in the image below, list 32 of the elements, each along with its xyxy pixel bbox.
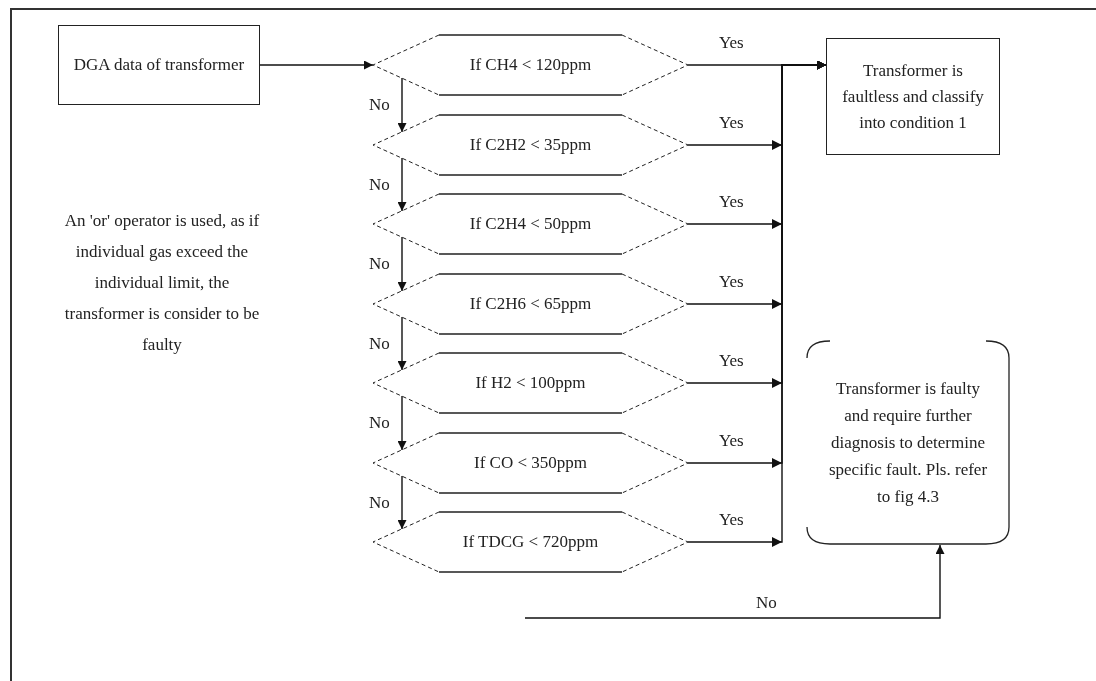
edge-label: Yes xyxy=(718,273,745,290)
process-box xyxy=(58,25,260,105)
node-text: If TDCG < 720ppm xyxy=(461,531,600,553)
decision-hexagon xyxy=(373,433,688,493)
node-text: Transformer is faulty and require further diagnosis to determine specific fault. Pls. refer to fig 4.3 xyxy=(827,378,989,508)
node-text: If H2 < 100ppm xyxy=(474,372,587,394)
edge-label: No xyxy=(755,594,778,611)
node-text: DGA data of transformer xyxy=(72,54,246,76)
decision-hexagon xyxy=(373,35,688,95)
edge-label: Yes xyxy=(718,114,745,131)
result-box xyxy=(806,340,1010,545)
node-text: If C2H2 < 35ppm xyxy=(468,134,593,156)
edge-label: Yes xyxy=(718,193,745,210)
edge-label: Yes xyxy=(718,34,745,51)
edge-label: Yes xyxy=(718,432,745,449)
edge-label: No xyxy=(368,414,391,431)
decision-hexagon xyxy=(373,115,688,175)
decision-hexagon xyxy=(373,274,688,334)
node-text: If C2H6 < 65ppm xyxy=(468,293,593,315)
node-text: If C2H4 < 50ppm xyxy=(468,213,593,235)
edge-label: No xyxy=(368,96,391,113)
edge-label: Yes xyxy=(718,352,745,369)
edge-label: No xyxy=(368,255,391,272)
node-text: If CH4 < 120ppm xyxy=(468,54,593,76)
decision-hexagon xyxy=(373,353,688,413)
process-box xyxy=(826,38,1000,155)
node-text: If CO < 350ppm xyxy=(473,452,588,474)
decision-hexagon xyxy=(373,512,688,572)
decision-hexagon xyxy=(373,194,688,254)
node-text: Transformer is faultless and classify into condition 1 xyxy=(841,59,985,134)
note-text: An 'or' operator is used, as if individual gas exceed the individual limit, the transformer is consider to be faulty xyxy=(63,210,261,356)
edge-label: Yes xyxy=(718,511,745,528)
